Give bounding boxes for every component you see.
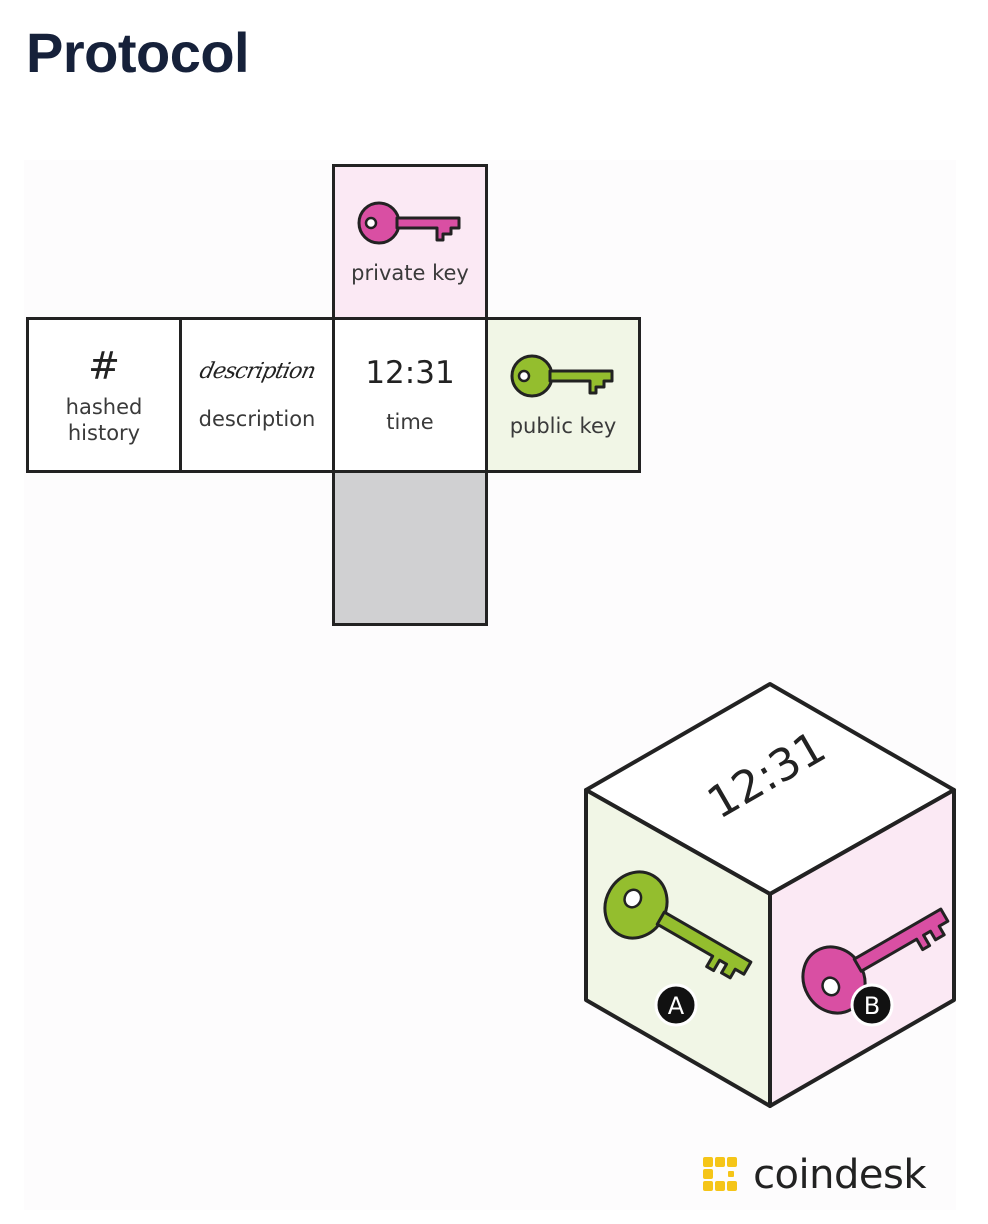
- badge-a-text: A: [668, 992, 685, 1020]
- net-blank-bottom-cell: [332, 470, 488, 626]
- cube-illustration: 12:31 A B: [584, 682, 956, 1108]
- cube-public-key-icon: [603, 870, 753, 980]
- coindesk-logo-text: coindesk: [753, 1152, 926, 1198]
- time-value: 12:31: [365, 355, 455, 391]
- public-key-icon: [510, 354, 614, 398]
- private-key-label: private key: [351, 261, 469, 285]
- net-public-key-cell: public key: [485, 317, 641, 473]
- private-key-icon: [357, 201, 461, 245]
- net-time-cell: 12:31 time: [332, 317, 488, 473]
- protocol-figure: private key # hashed history description…: [24, 160, 956, 1210]
- page-title: Protocol: [26, 21, 250, 84]
- description-label: description: [198, 406, 316, 431]
- assembled-cube: 12:31 A B: [584, 680, 964, 1120]
- net-description-cell: description description: [179, 317, 335, 473]
- cube-private-key-icon: [801, 907, 950, 1015]
- description-script: description: [197, 358, 317, 384]
- coindesk-logo: coindesk: [699, 1152, 926, 1198]
- net-private-key-cell: private key: [332, 164, 488, 320]
- cube-badge-a: A: [654, 983, 698, 1027]
- time-label: time: [386, 410, 434, 434]
- hash-symbol: #: [88, 344, 120, 388]
- cube-right-face: [768, 788, 956, 1108]
- hashed-history-label: hashed history: [65, 395, 143, 445]
- net-hashed-history-cell: # hashed history: [26, 317, 182, 473]
- coindesk-mark-icon: [703, 1157, 738, 1191]
- public-key-label: public key: [509, 414, 617, 438]
- cube-badge-b: B: [850, 983, 894, 1027]
- badge-b-text: B: [864, 992, 880, 1020]
